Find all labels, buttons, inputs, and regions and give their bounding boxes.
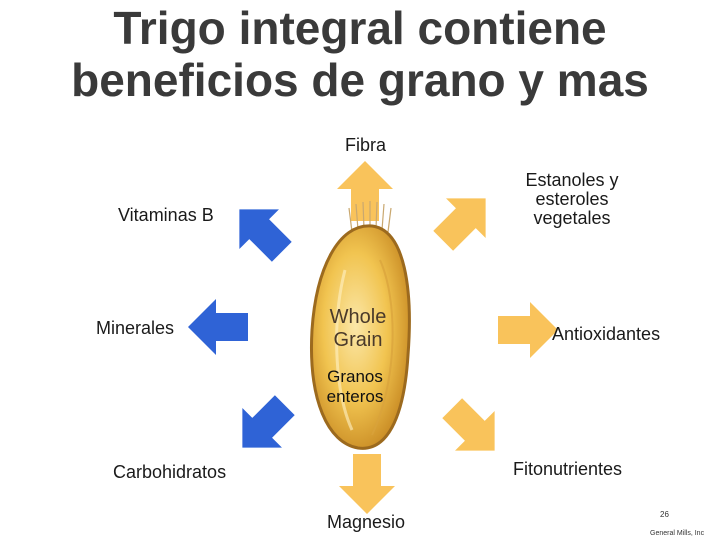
label-vitaminas: Vitaminas B (118, 205, 214, 225)
arrow-icon-up-left (219, 189, 302, 272)
arrow-icon-up (337, 161, 393, 221)
page-title: Trigo integral contiene beneficios de gr… (0, 2, 720, 106)
arrow-icon-right (498, 302, 558, 358)
grain-caption-line-2: enteros (326, 387, 384, 406)
logo-line-1: Whole (330, 306, 387, 328)
label-estanoles-line-1: Estanoles y (525, 170, 619, 190)
wheat-kernel-icon: Whole Grain (309, 201, 411, 450)
arrow-icon-up-right (423, 178, 506, 261)
label-estanoles-line-3: vegetales (533, 208, 611, 228)
label-antioxidantes: Antioxidantes (552, 324, 661, 344)
grain-caption-line-1: Granos (327, 367, 383, 386)
page-number: 26 (660, 510, 669, 519)
label-minerales: Minerales (96, 318, 175, 338)
arrow-icon-left (188, 299, 248, 355)
logo-line-2: Grain (334, 329, 383, 351)
label-magnesio: Magnesio (327, 512, 406, 532)
label-estanoles-line-2: esteroles (535, 189, 609, 209)
grain-caption: Granos enteros (300, 367, 410, 407)
arrow-icon-down-left (222, 385, 305, 468)
title-line-2: beneficios de grano y mas (71, 54, 649, 106)
label-carbohidratos: Carbohidratos (113, 462, 227, 482)
label-estanoles: Estanoles y esteroles vegetales (507, 171, 637, 228)
label-fitonutrientes: Fitonutrientes (513, 459, 623, 479)
title-line-1: Trigo integral contiene (113, 2, 607, 54)
arrow-icon-down (339, 454, 395, 514)
label-fibra: Fibra (345, 135, 387, 155)
arrow-icon-down-right (432, 388, 515, 471)
footer-credit: General Mills, Inc (650, 530, 705, 537)
